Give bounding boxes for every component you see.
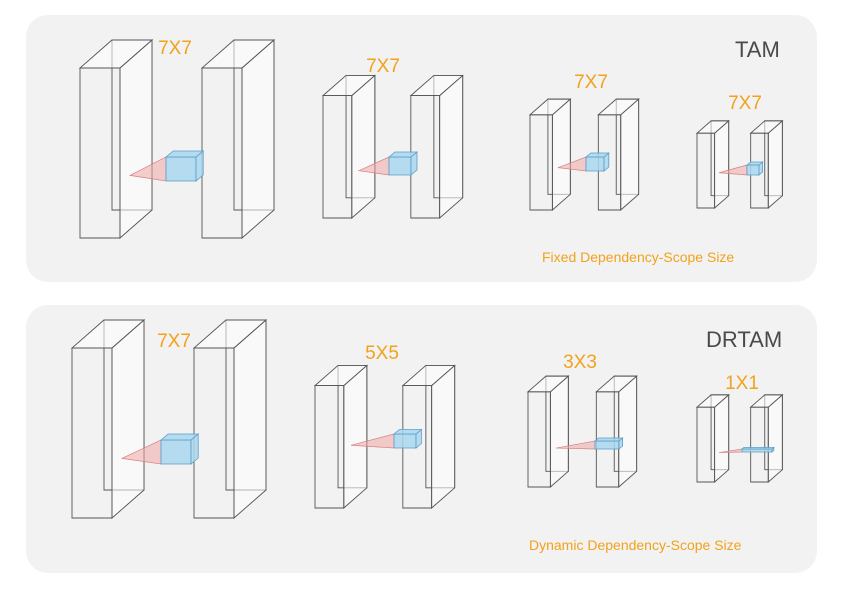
block-5-scope-box-front <box>160 439 192 465</box>
block-2-input-slab-side <box>351 74 376 219</box>
block-5-input-slab-front <box>71 347 113 519</box>
block-8-input-slab-side <box>714 393 730 483</box>
drtam-kernel-label-1: 7X7 <box>157 331 191 352</box>
block-2-scope-box-front <box>388 156 412 176</box>
block-5-input-slab-side <box>111 319 145 519</box>
block-3-output-slab-side <box>620 98 640 211</box>
block-4-input-slab-front <box>696 132 716 209</box>
block-4-output-slab-side <box>767 119 783 209</box>
block-3-scope-box-top <box>584 152 610 158</box>
block-6-output-slab-side <box>431 364 456 509</box>
drtam-kernel-label-4: 1X1 <box>725 373 759 394</box>
tam-caption: Fixed Dependency-Scope Size <box>542 249 735 265</box>
block-8-output-slab-front <box>750 406 769 483</box>
block-8-input-slab-front <box>696 406 716 483</box>
block-6-input-slab-front <box>314 385 345 509</box>
block-7-scope-box-top <box>593 437 624 442</box>
block-7-output-slab-front <box>595 391 620 488</box>
block-4-input-slab-side <box>714 119 730 209</box>
tam-kernel-label-2: 7X7 <box>366 56 400 77</box>
block-8-output-slab-side <box>767 393 783 483</box>
block-2-output-slab-front <box>410 95 441 219</box>
block-1-input-slab-side <box>119 39 153 239</box>
block-5-scope-box-top <box>159 433 200 441</box>
block-7-scope-box-front <box>594 440 620 450</box>
block-8-scope-box-front <box>741 448 773 453</box>
block-3-scope-box-front <box>585 156 605 172</box>
block-3-input-slab-side <box>551 98 571 211</box>
block-5-output-slab-front <box>193 347 235 519</box>
block-5-output-slab-side <box>233 319 267 519</box>
drtam-kernel-label-2: 5X5 <box>365 343 399 364</box>
block-4-scope-box-top <box>745 161 764 166</box>
block-8-scope-box-top <box>740 447 775 450</box>
tam-title: TAM <box>735 37 780 62</box>
block-4-output-slab-front <box>750 132 769 209</box>
block-2-scope-box-top <box>387 151 419 158</box>
tam-panel <box>26 15 817 282</box>
block-4-scope-box-front <box>746 164 760 176</box>
block-1-input-slab-front <box>79 67 121 239</box>
block-3-input-slab-front <box>529 114 553 211</box>
block-3-output-slab-front <box>597 114 622 211</box>
drtam-kernel-label-3: 3X3 <box>563 352 597 373</box>
block-1-output-slab-front <box>201 67 243 239</box>
tam-kernel-label-3: 7X7 <box>574 72 608 93</box>
block-1-scope-box-top <box>164 150 205 158</box>
block-7-input-slab-side <box>549 375 569 488</box>
tam-kernel-label-4: 7X7 <box>728 93 762 114</box>
block-1-scope-box-front <box>165 156 197 182</box>
tam-kernel-label-1: 7X7 <box>158 38 192 59</box>
drtam-caption: Dynamic Dependency-Scope Size <box>529 537 742 553</box>
block-6-output-slab-front <box>402 385 433 509</box>
block-7-input-slab-front <box>527 391 551 488</box>
block-6-scope-box-top <box>392 429 423 435</box>
block-1-output-slab-side <box>241 39 275 239</box>
block-2-input-slab-front <box>322 95 353 219</box>
block-6-scope-box-front <box>393 433 417 449</box>
block-7-output-slab-side <box>618 375 638 488</box>
block-6-input-slab-side <box>343 364 368 509</box>
drtam-title: DRTAM <box>706 327 783 352</box>
block-2-output-slab-side <box>439 74 464 219</box>
